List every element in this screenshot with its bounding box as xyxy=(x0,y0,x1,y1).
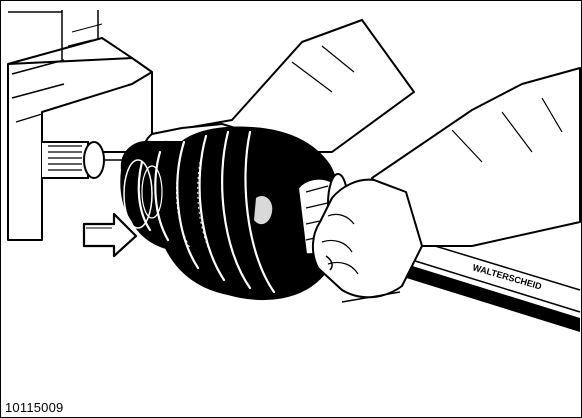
brand-mark: WALTERSCHEID xyxy=(471,262,543,291)
bellows-boot xyxy=(120,126,349,300)
figure-id-label: 10115009 xyxy=(5,400,64,415)
direction-arrow-icon xyxy=(82,212,138,258)
output-shaft xyxy=(42,141,124,179)
worker-arm-right xyxy=(371,67,581,247)
technical-illustration: WALTERSCHEID xyxy=(7,10,581,332)
work-surface xyxy=(8,239,401,303)
guard-tube: WALTERSCHEID xyxy=(400,233,581,332)
